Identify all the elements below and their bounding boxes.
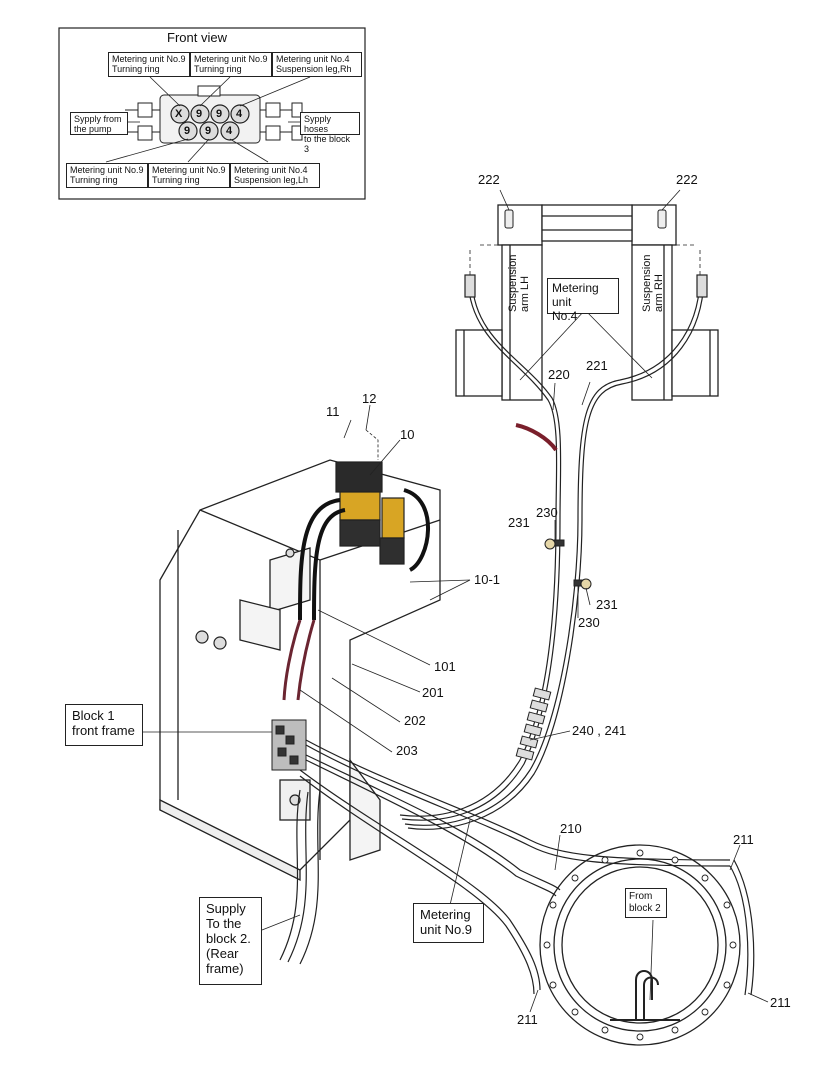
callout-222-left: 222 [478, 172, 500, 187]
label-line: Turning ring [194, 64, 242, 74]
port-glyph: 9 [216, 108, 223, 120]
label-line: Metering unit No.9 [70, 165, 144, 175]
callout-10: 10 [400, 427, 415, 442]
from-block-2-box: From block 2 [625, 888, 667, 918]
callout-230-left: 230 [536, 505, 558, 520]
front-view-bottom-label-2: Metering unit No.9 Turning ring [148, 163, 230, 188]
label-line: Turning ring [70, 175, 118, 185]
red-hose-segment [515, 423, 558, 452]
port-glyph: 9 [196, 108, 203, 120]
callout-210: 210 [560, 821, 582, 836]
callout-211-top: 211 [733, 832, 754, 847]
metering-unit-9-box: Metering unit No.9 [413, 903, 484, 943]
box-line: Block 1 [72, 708, 115, 723]
port-glyph: X [175, 108, 183, 120]
box-line: block 2. [206, 931, 251, 946]
box-line: (Rear [206, 946, 239, 961]
red-hoses-101 [282, 619, 316, 701]
label-line: Turning ring [112, 64, 160, 74]
port-glyph: 9 [184, 125, 191, 137]
metering-unit-4-box: Metering unit No.4 [547, 278, 619, 323]
suspension-frame [455, 204, 719, 401]
block1-manifold [271, 719, 307, 771]
callout-222-right: 222 [676, 172, 698, 187]
front-view-left-label: Sypply from the pump [70, 112, 128, 135]
callout-101: 101 [434, 659, 456, 674]
box-line: From [629, 891, 653, 902]
callout-203: 203 [396, 743, 418, 758]
label-line: Metering unit No.9 [194, 54, 268, 64]
callout-211-left: 211 [517, 1012, 538, 1027]
front-view-title: Front view [167, 30, 227, 45]
callout-220: 220 [548, 367, 570, 382]
label-line: Sypply from [74, 114, 122, 124]
box-line: To the [206, 916, 242, 931]
box-line: Supply [206, 901, 246, 916]
front-view-top-label-2: Metering unit No.9 Turning ring [190, 52, 272, 77]
front-view-leaders [105, 76, 311, 163]
port-glyph: 4 [226, 125, 233, 137]
label-line: to the block 3 [304, 134, 351, 154]
ring-hoses [279, 739, 755, 996]
suspension-dashes [469, 244, 701, 275]
box-line: Metering [420, 907, 471, 922]
label-line: Metering unit No.9 [112, 54, 186, 64]
label-line: the pump [74, 124, 112, 134]
callout-240-241: 240 , 241 [572, 723, 627, 738]
front-view-bottom-label-3: Metering unit No.4 Suspension leg,Lh [230, 163, 320, 188]
label-line: Metering unit No.4 [234, 165, 308, 175]
port-glyph: 4 [236, 108, 243, 120]
housing-holes [195, 548, 301, 806]
callout-202: 202 [404, 713, 426, 728]
box-line: unit No.9 [420, 922, 473, 937]
callout-230-right: 230 [578, 615, 600, 630]
callout-leaders [143, 189, 769, 1013]
callout-231-right: 231 [596, 597, 618, 612]
callout-201: 201 [422, 685, 444, 700]
spiral-guard-240 [515, 687, 552, 761]
housing-frame [159, 459, 441, 882]
label-line: Suspension leg,Rh [276, 64, 352, 74]
callout-211-right: 211 [770, 995, 791, 1010]
arm-line: Suspension [641, 254, 653, 313]
suspension-hoses [464, 274, 708, 521]
box-line: Metering unit [552, 281, 599, 309]
front-view-top-label-1: Metering unit No.9 Turning ring [108, 52, 190, 77]
callout-231-left: 231 [508, 515, 530, 530]
block-1-box: Block 1 front frame [65, 704, 143, 746]
front-view-top-label-3: Metering unit No.4 Suspension leg,Rh [272, 52, 362, 77]
callout-221: 221 [586, 358, 608, 373]
bolt-231 [544, 538, 592, 590]
suspension-arm-rh-label: Suspension arm RH [641, 255, 665, 313]
callout-11: 11 [326, 404, 340, 419]
pump-unit-10 [335, 461, 405, 565]
box-line: block 2 [629, 903, 661, 914]
turning-ring [539, 844, 741, 1046]
front-view-right-label: Sypply hoses to the block 3 [300, 112, 360, 154]
port-glyph: 9 [205, 125, 212, 137]
block2-hook-hoses [610, 970, 680, 1021]
callout-10-1: 10-1 [474, 572, 501, 587]
box-line: frame) [206, 961, 244, 976]
ring-bolt-holes [543, 849, 737, 1041]
front-view-bottom-label-1: Metering unit No.9 Turning ring [66, 163, 148, 188]
arm-line: arm LH [519, 275, 531, 312]
suspension-arm-lh-label: Suspension arm LH [507, 255, 531, 313]
box-line: No.4 [552, 309, 578, 323]
box-line: front frame [72, 723, 135, 738]
black-supply-hoses [298, 488, 430, 621]
arm-line: arm RH [653, 274, 665, 312]
label-line: Metering unit No.9 [152, 165, 226, 175]
label-line: Suspension leg,Lh [234, 175, 309, 185]
callout-12: 12 [362, 391, 377, 406]
label-line: Metering unit No.4 [276, 54, 350, 64]
label-line: Turning ring [152, 175, 200, 185]
label-line: Sypply hoses [304, 114, 332, 134]
front-view-port-circles [170, 104, 250, 141]
arm-line: Suspension [507, 254, 519, 313]
supply-block-2-box: Supply To the block 2. (Rear frame) [199, 897, 262, 985]
